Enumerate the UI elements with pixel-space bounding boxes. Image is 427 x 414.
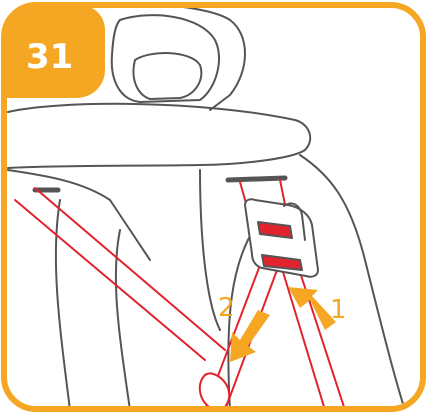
- step-number: 31: [26, 37, 73, 77]
- strap-slot-right: [228, 178, 285, 180]
- callout-2-label: 2: [218, 293, 235, 323]
- callout-1-label: 1: [330, 295, 347, 325]
